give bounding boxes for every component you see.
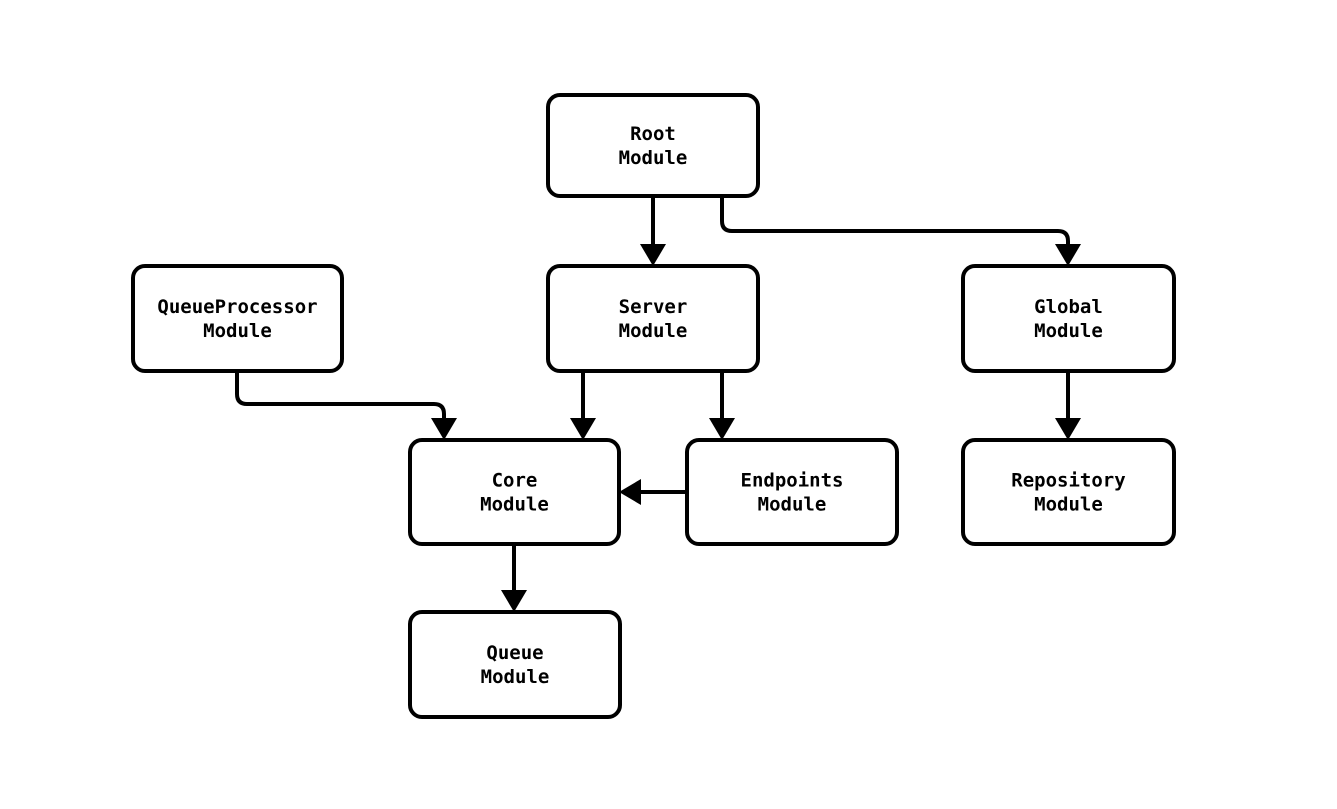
- node-label-line1: Root: [630, 123, 676, 145]
- node-box[interactable]: [546, 93, 760, 198]
- node-box[interactable]: [685, 438, 899, 546]
- node-box[interactable]: [131, 264, 344, 373]
- edge-core-to-queue: [501, 544, 527, 612]
- edge-root-to-global: [720, 196, 1081, 266]
- node-box[interactable]: [961, 264, 1176, 373]
- arrowhead-icon: [570, 418, 596, 440]
- node-label-line1: Core: [492, 470, 538, 492]
- edge-server-to-endpoints: [709, 371, 735, 440]
- arrowhead-icon: [709, 418, 735, 440]
- edge-line: [720, 196, 1070, 252]
- node-label-line2: Module: [619, 320, 688, 342]
- edge-root-to-server: [640, 196, 666, 266]
- node-label-line1: Endpoints: [741, 470, 844, 492]
- edges-layer: [235, 196, 1081, 612]
- arrowhead-icon: [501, 590, 527, 612]
- node-label-line2: Module: [619, 147, 688, 169]
- node-label-line2: Module: [1034, 320, 1103, 342]
- arrowhead-icon: [1055, 244, 1081, 266]
- node-box[interactable]: [408, 610, 622, 719]
- node-label-line2: Module: [481, 666, 550, 688]
- edge-server-to-core: [570, 371, 596, 440]
- node-box[interactable]: [408, 438, 621, 546]
- node-box[interactable]: [961, 438, 1176, 546]
- node-label-line1: Repository: [1011, 470, 1125, 492]
- node-box[interactable]: [546, 264, 760, 373]
- node-label-line1: Queue: [486, 642, 543, 664]
- arrowhead-icon: [640, 244, 666, 266]
- arrowhead-icon: [1055, 418, 1081, 440]
- arrowhead-icon: [431, 418, 457, 440]
- node-label-line1: Global: [1034, 296, 1103, 318]
- node-label-line1: QueueProcessor: [157, 296, 317, 318]
- arrowhead-icon: [619, 479, 641, 505]
- edge-line: [235, 371, 446, 426]
- node-label-line2: Module: [203, 320, 272, 342]
- edge-global-to-repository: [1055, 371, 1081, 440]
- node-label-line1: Server: [619, 296, 688, 318]
- node-label-line2: Module: [1034, 494, 1103, 516]
- edge-endpoints-to-core: [619, 479, 687, 505]
- nodes-layer: RootModuleQueueProcessorModuleServerModu…: [131, 93, 1176, 719]
- node-label-line2: Module: [758, 494, 827, 516]
- node-label-line2: Module: [480, 494, 549, 516]
- edge-queueprocessor-to-core: [235, 371, 457, 440]
